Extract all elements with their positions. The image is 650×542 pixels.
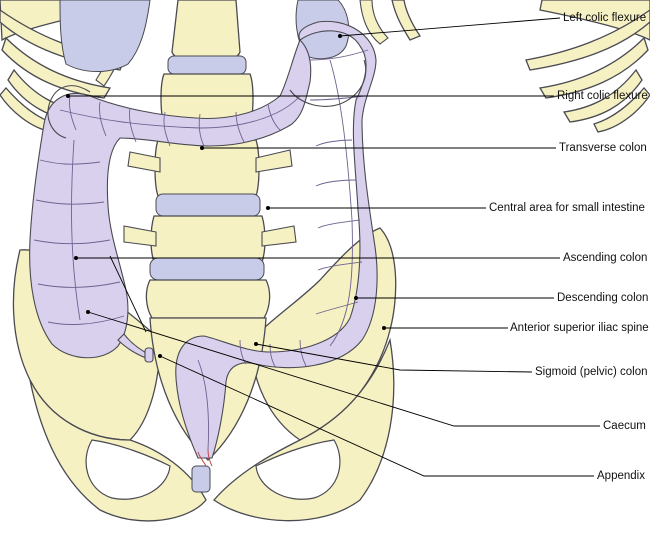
leader-appendix	[159, 355, 594, 477]
label-asis: Anterior superior iliac spine	[510, 322, 649, 334]
pointer-left-colic-flexure	[338, 34, 342, 38]
pointer-right-colic-flexure	[66, 94, 70, 98]
pointer-transverse-colon	[200, 146, 204, 150]
pointer-appendix	[158, 354, 162, 358]
label-central-area: Central area for small intestine	[489, 202, 645, 214]
label-left-colic-flexure: Left colic flexure	[563, 12, 647, 24]
label-appendix: Appendix	[597, 470, 645, 482]
pointer-ascending-colon	[74, 256, 78, 260]
label-right-colic-flexure: Right colic flexure	[557, 90, 648, 102]
label-descending-colon: Descending colon	[557, 292, 649, 304]
leader-sigmoid-colon	[255, 343, 533, 373]
label-ascending-colon: Ascending colon	[563, 252, 648, 264]
leader-left-colic-flexure	[339, 17, 561, 37]
pointer-sigmoid-colon	[254, 342, 258, 346]
pointer-asis	[382, 326, 386, 330]
leader-ascending-secondary	[109, 255, 147, 333]
colon	[29, 20, 378, 467]
label-caecum: Caecum	[603, 420, 646, 432]
left-upper-organ	[59, 0, 151, 72]
leader-caecum	[87, 311, 600, 427]
pointer-descending-colon	[354, 296, 358, 300]
label-sigmoid-colon: Sigmoid (pelvic) colon	[535, 366, 648, 378]
label-transverse-colon: Transverse colon	[559, 142, 647, 154]
pointer-caecum	[86, 310, 90, 314]
leader-lines	[66, 17, 600, 477]
pointer-central-area	[266, 206, 270, 210]
vertebral-column	[123, 0, 297, 319]
